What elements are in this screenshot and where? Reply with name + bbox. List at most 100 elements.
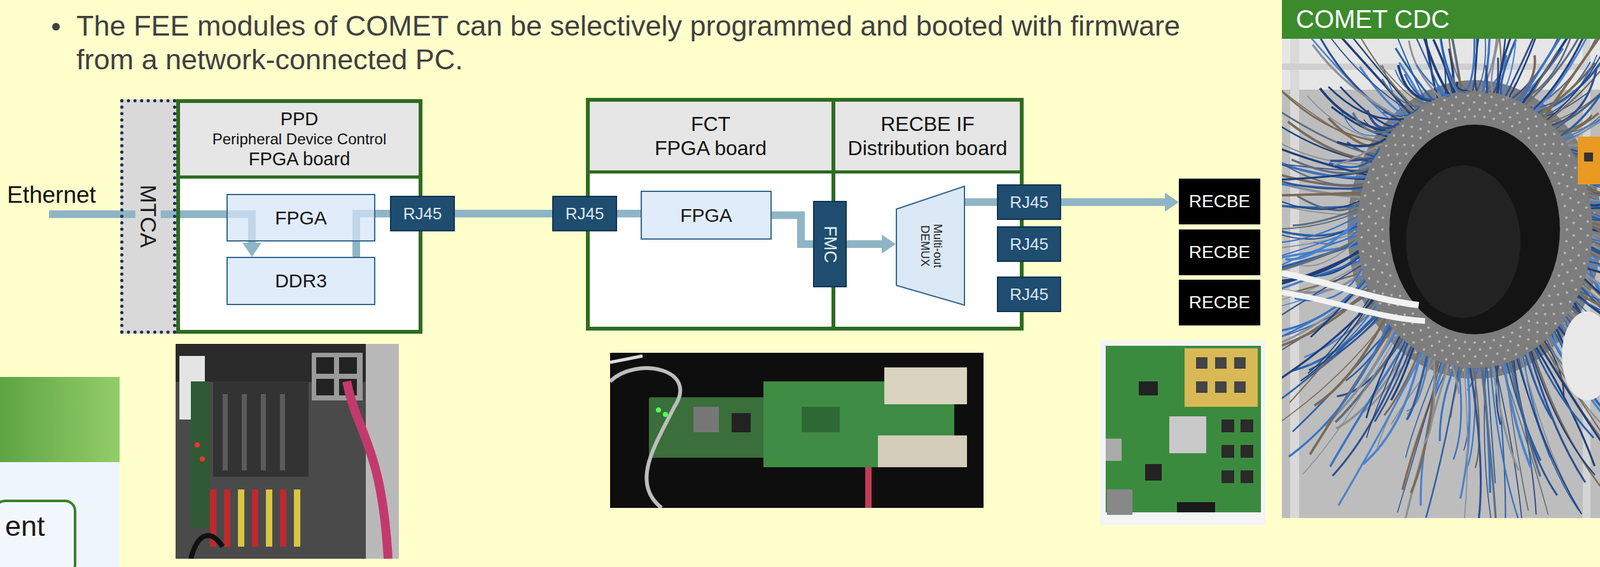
feedthrough-dot: [1482, 115, 1486, 119]
recbe-box: RECBE: [1178, 229, 1261, 276]
feedthrough-dot: [1428, 335, 1432, 339]
feedthrough-dot: [1472, 101, 1476, 104]
cable-strand: [1481, 368, 1498, 519]
feedthrough-dot: [1427, 326, 1431, 329]
node-label: RECBE: [1189, 191, 1251, 212]
connector-line: [846, 240, 882, 249]
feedthrough-dot: [1389, 274, 1392, 277]
feedthrough-dot: [1510, 124, 1514, 128]
feedthrough-dot: [1568, 300, 1572, 304]
photo-detail: [884, 367, 967, 405]
feedthrough-dot: [1385, 193, 1389, 196]
photo-detail: [175, 344, 399, 560]
node-label: FPGA board: [248, 148, 351, 171]
cable-strand: [1337, 138, 1387, 147]
feedthrough-dot: [1398, 295, 1402, 298]
cable-strand: [1526, 353, 1545, 402]
cable-strand: [1475, 38, 1480, 91]
feedthrough-dot: [1573, 166, 1577, 170]
feedthrough-dot: [1474, 355, 1477, 359]
feedthrough-dot: [1435, 124, 1439, 128]
feedthrough-dot: [1565, 240, 1568, 244]
cable-strand: [1521, 356, 1571, 493]
feedthrough-dot: [1502, 335, 1505, 339]
feedthrough-dot: [1480, 362, 1483, 366]
cable-strand: [1547, 38, 1600, 121]
feedthrough-dot: [1427, 130, 1431, 133]
feedthrough-dot: [1484, 354, 1488, 358]
feedthrough-dot: [1419, 118, 1423, 121]
photo-detail: [1234, 381, 1246, 394]
feedthrough-dot: [1518, 120, 1522, 124]
feedthrough-dot: [1561, 193, 1564, 196]
node-label: RJ45: [1009, 285, 1049, 305]
node-label: COMET CDC: [1295, 5, 1450, 34]
feedthrough-dot: [1396, 152, 1399, 156]
photo-detail: [190, 381, 210, 529]
feedthrough-dot: [1463, 115, 1467, 119]
header-band: FCTFPGA board: [589, 101, 832, 174]
feedthrough-dot: [1551, 304, 1554, 307]
arrow-head: [881, 234, 896, 254]
cable-strand: [1503, 363, 1531, 468]
feedthrough-dot: [1420, 339, 1424, 342]
cable-strand: [1541, 54, 1597, 116]
photo-detail: [1215, 357, 1227, 369]
feedthrough-dot: [1535, 340, 1539, 343]
cable-strand: [1470, 368, 1482, 519]
feedthrough-dot: [1411, 116, 1414, 119]
feedthrough-dot: [1542, 304, 1545, 307]
wire-bundle: [1281, 38, 1600, 519]
cable-strand: [1440, 38, 1462, 92]
photo-detail: [1145, 464, 1162, 481]
feedthrough-dot: [1484, 101, 1487, 105]
feedthrough-dot: [1443, 99, 1447, 102]
photo-detail: [1234, 357, 1246, 369]
feedthrough-dot: [1363, 194, 1367, 198]
feedthrough-dot: [1571, 246, 1574, 250]
feedthrough-dot: [1444, 335, 1448, 339]
photo-detail: [194, 442, 200, 448]
board-body: [831, 97, 1024, 331]
feedthrough-dot: [1411, 331, 1415, 334]
feedthrough-dot: [1550, 152, 1553, 156]
photo-detail: [241, 394, 247, 471]
node-label: MTCA: [135, 180, 161, 254]
feedthrough-dot: [1534, 115, 1538, 118]
node-label: FPGA: [274, 207, 327, 230]
feedthrough-dot: [1516, 111, 1519, 115]
feedthrough-dot: [1509, 340, 1512, 343]
photo-detail: [1105, 438, 1122, 462]
feedthrough-dot: [1536, 321, 1539, 325]
header-band: RECBE IFDistribution board: [835, 101, 1020, 174]
feedthrough-dot: [1510, 332, 1514, 335]
feedthrough-dot: [1361, 208, 1364, 212]
label-box: Ethernet: [6, 182, 97, 209]
title-bar: COMET CDC: [1281, 0, 1600, 39]
photo-detail: [648, 397, 777, 459]
connector: [965, 202, 997, 203]
photo-detail: [1106, 489, 1133, 516]
feedthrough-dot: [1574, 267, 1578, 270]
feedthrough-dot: [1456, 361, 1459, 364]
feedthrough-dot: [1552, 313, 1556, 316]
connector: [242, 241, 262, 258]
feedthrough-dot: [1525, 347, 1529, 350]
feedthrough-dot: [1411, 144, 1415, 147]
cable-strand: [1464, 367, 1468, 519]
photo-detail: [265, 489, 273, 548]
cable-strand: [1490, 367, 1527, 519]
feedthrough-dot: [1526, 338, 1530, 341]
feedthrough-dot: [1403, 313, 1406, 317]
feedthrough-dot: [1433, 354, 1436, 357]
feedthrough-dot: [1437, 116, 1441, 119]
feedthrough-dot: [1579, 214, 1582, 217]
feedthrough-dot: [1440, 107, 1443, 111]
photo-detail: [1561, 311, 1600, 401]
feedthrough-dot: [1482, 340, 1486, 344]
feedthrough-dot: [1376, 177, 1379, 181]
feedthrough-dot: [1492, 117, 1496, 121]
label-box: The FEE modules of COMET can be selectiv…: [76, 8, 1222, 77]
node-label: RECBE: [1189, 242, 1251, 263]
photo-detail: [1577, 136, 1600, 185]
